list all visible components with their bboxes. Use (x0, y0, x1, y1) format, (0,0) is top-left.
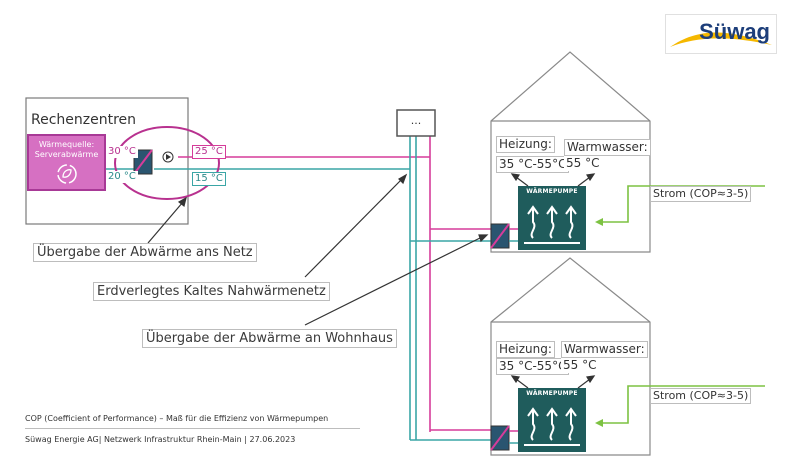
house1-heating-value: 35 °C-55°C (496, 156, 570, 173)
network-node-label: ... (410, 114, 422, 127)
power-line-2 (600, 385, 765, 424)
callout-handover-house: Übergabe der Abwärme an Wohnhaus (142, 329, 397, 348)
footer-cop-note: COP (Coefficient of Performance) – Maß f… (25, 414, 329, 423)
house2-heating-value: 35 °C-55°C (496, 358, 570, 375)
heat-source-label-1: Wärmequelle: (38, 140, 95, 149)
logo-swoosh-icon (670, 32, 772, 47)
callout-handover-network: Übergabe der Abwärme ans Netz (33, 243, 257, 262)
house1-hot-water-label: Warmwasser: (564, 139, 651, 156)
dc-temp-hot: 30 °C (106, 146, 138, 158)
house1-heat-pump-label: Wärmepumpe (526, 188, 578, 195)
house2-heat-pump-label: Wärmepumpe (526, 390, 578, 397)
logo-text: Süwag (699, 19, 770, 44)
footer-credit: Süwag Energie AG| Netzwerk Infrastruktur… (25, 435, 296, 444)
house1-hot-water-value: 55 °C (564, 156, 602, 171)
heat-pump-glyph-1 (524, 205, 580, 244)
house1-power-label: Strom (COP≈3-5) (650, 186, 752, 202)
house2-heating-label: Heizung: (496, 341, 555, 358)
house2-hot-water-value: 55 °C (561, 358, 599, 373)
network-temp-hot: 25 °C (192, 145, 226, 159)
heat-source-box: Wärmequelle: Serverabwärme (27, 134, 106, 191)
network-node (396, 109, 436, 137)
footer-divider (25, 428, 360, 429)
heat-pump-glyph-2 (524, 407, 580, 446)
heat-source-label-2: Serverabwärme (34, 150, 99, 159)
network-temp-cold: 15 °C (192, 172, 226, 186)
house1-heating-label: Heizung: (496, 136, 555, 153)
dc-temp-cold: 20 °C (106, 171, 138, 183)
datacenter-title: Rechenzentren (31, 112, 137, 128)
recycle-leaf-icon (57, 164, 77, 184)
callout-cold-network: Erdverlegtes Kaltes Nahwärmenetz (93, 282, 330, 301)
logo: Süwag (665, 14, 777, 54)
house2-hot-water-label: Warmwasser: (561, 341, 648, 358)
house2-power-label: Strom (COP≈3-5) (650, 388, 752, 404)
handover-ellipse (114, 126, 220, 200)
